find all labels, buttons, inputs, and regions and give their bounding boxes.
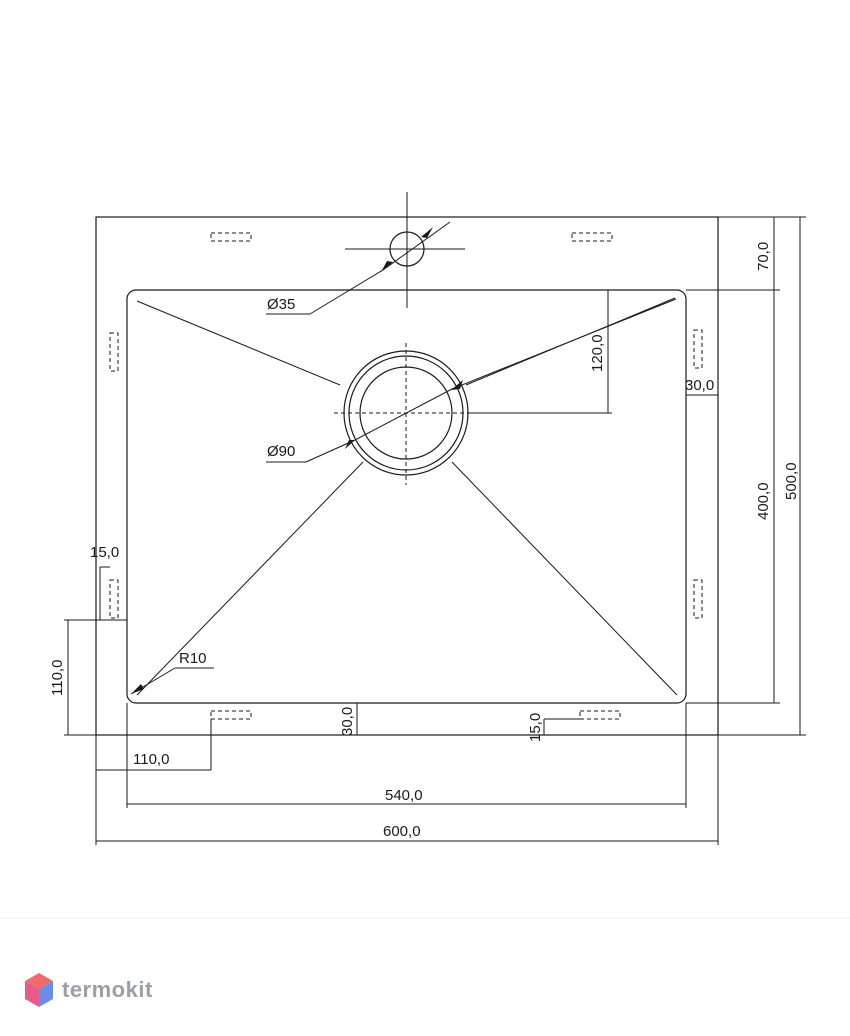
- brand-logo[interactable]: termokit: [24, 972, 153, 1008]
- technical-drawing: Ø35 Ø90 R10 70,0 120,0 30,0 400,0 500,0: [49, 192, 806, 845]
- label-top-band: 70,0: [755, 242, 772, 271]
- leader-r10: [130, 667, 214, 695]
- label-clip-small: 15,0: [90, 544, 119, 561]
- label-left-clip: 110,0: [49, 660, 66, 696]
- mounting-clips: [109, 232, 703, 720]
- label-bowl-depth: 400,0: [755, 482, 772, 520]
- leader-d90: [266, 298, 677, 463]
- label-bottom-margin: 30,0: [339, 707, 356, 736]
- label-d90: Ø90: [267, 443, 295, 460]
- label-overall-depth: 500,0: [783, 462, 800, 500]
- label-r10: R10: [179, 650, 207, 667]
- leader-d35: [266, 221, 451, 315]
- dim-lines-left: [64, 566, 127, 736]
- brand-name: termokit: [62, 977, 153, 1002]
- footer-divider: [0, 918, 850, 919]
- label-side-margin: 30,0: [685, 377, 714, 394]
- label-bottom-clip: 110,0: [133, 751, 169, 768]
- faucet-hole: [345, 192, 465, 308]
- label-d35: Ø35: [267, 296, 295, 313]
- drain-hole: [334, 343, 478, 485]
- label-bowl-width: 540,0: [385, 787, 423, 804]
- dim-lines-bottom: [95, 703, 719, 845]
- label-overall-width: 600,0: [383, 823, 421, 840]
- label-drain-offset: 120,0: [589, 334, 606, 372]
- dim-lines-right: [470, 216, 806, 736]
- cube-icon: [25, 973, 53, 1007]
- label-bottom-small: 15,0: [527, 713, 544, 742]
